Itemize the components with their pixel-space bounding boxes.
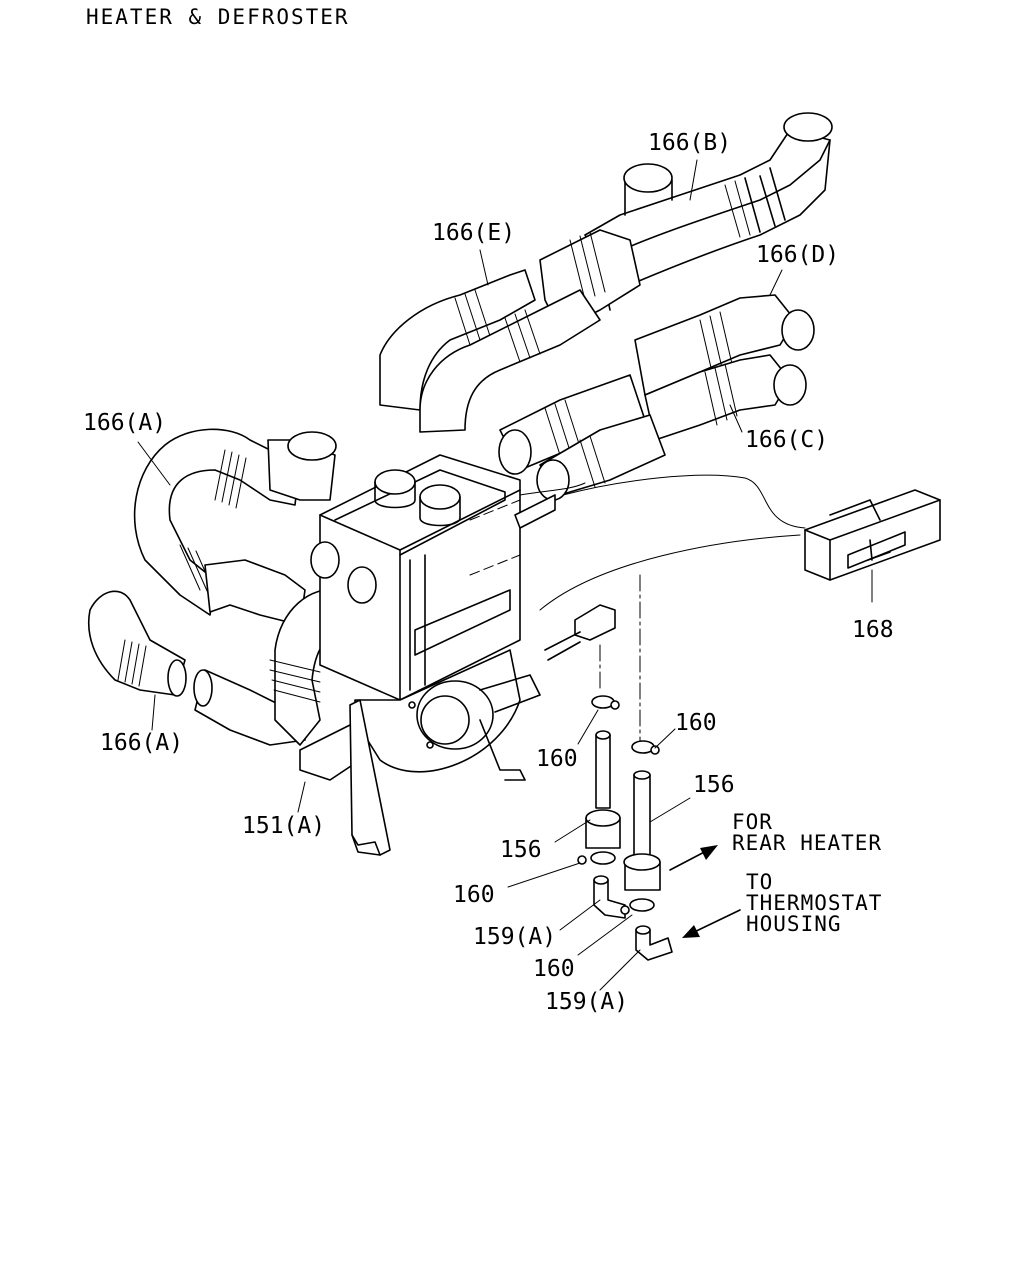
heater-unit [310, 454, 556, 701]
center-ducts [498, 374, 666, 501]
pipe-156-right [623, 740, 661, 912]
note-housing: HOUSING [746, 912, 842, 936]
note-thermostat: THERMOSTAT [746, 891, 882, 915]
label-166e: 166(E) [432, 220, 515, 246]
blower-housing [299, 649, 541, 781]
diagram-title: HEATER & DEFROSTER [86, 5, 350, 29]
label-160-a: 160 [536, 746, 578, 772]
elbow-159a-left [593, 875, 626, 919]
label-160-b: 160 [675, 710, 717, 736]
label-160-d: 160 [533, 956, 575, 982]
leader-lines [137, 159, 873, 991]
label-156-a: 156 [500, 837, 542, 863]
connector [544, 604, 616, 661]
elbow-159a-right [635, 925, 673, 961]
duct-166a-lower [88, 588, 346, 746]
label-159a-b: 159(A) [545, 989, 628, 1015]
label-156-b: 156 [693, 772, 735, 798]
arrow-for-rear-heater [669, 845, 718, 871]
label-159a-a: 159(A) [473, 924, 556, 950]
label-168: 168 [852, 617, 894, 643]
label-160-c: 160 [453, 882, 495, 908]
bracket-151a [349, 699, 526, 856]
label-166d: 166(D) [756, 242, 839, 268]
note-for: FOR [732, 810, 773, 834]
label-166a-bottom: 166(A) [100, 730, 183, 756]
pipe-156-left [585, 695, 621, 865]
clamp-screws [577, 700, 660, 915]
control-unit-168 [519, 474, 941, 611]
label-166a-top: 166(A) [83, 410, 166, 436]
duct-166c [644, 354, 807, 441]
duct-166e [379, 229, 641, 433]
note-to: TO [746, 870, 773, 894]
duct-166d [634, 294, 815, 396]
label-151a: 151(A) [242, 813, 325, 839]
label-166b: 166(B) [648, 130, 731, 156]
arrow-to-thermostat [682, 909, 741, 938]
label-166c: 166(C) [745, 427, 828, 453]
note-rear-heater: REAR HEATER [732, 831, 882, 855]
duct-166a-upper [133, 428, 337, 626]
